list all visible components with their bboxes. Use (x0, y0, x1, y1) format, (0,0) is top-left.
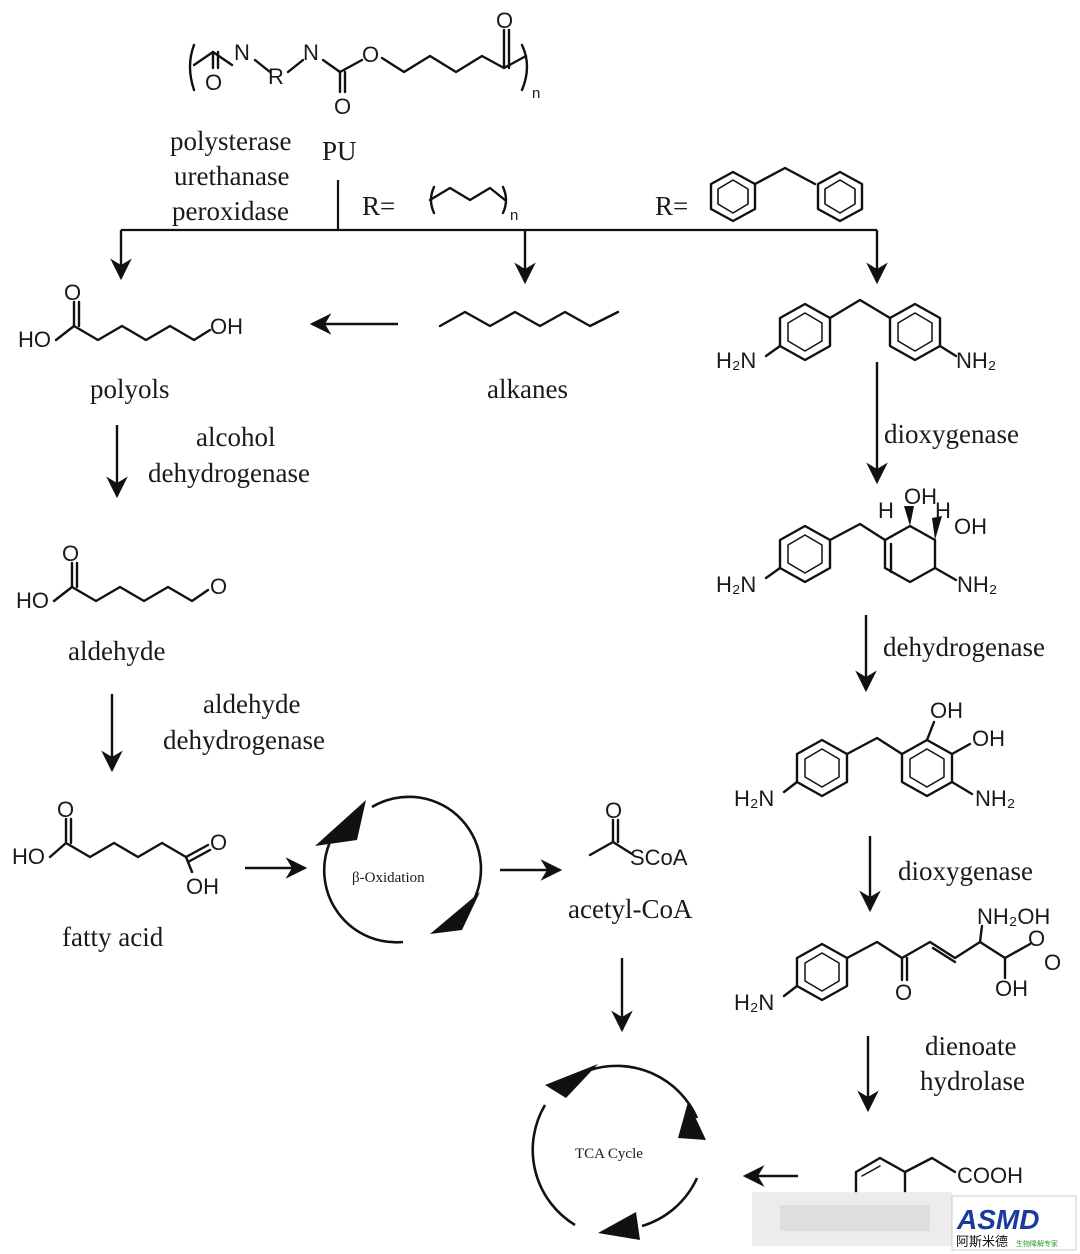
enzyme-alcohol: alcohol (196, 422, 275, 452)
enzyme-dioxygenase-3: dioxygenase (898, 856, 1033, 886)
alkyl-subscript: n (510, 207, 518, 224)
group-oh: OH (186, 874, 219, 899)
acetyl-coa-structure: O SCoA (588, 798, 688, 870)
atom-o: O (210, 574, 227, 599)
atom-o: O (205, 70, 222, 95)
fatty-acid-label: fatty acid (62, 922, 164, 952)
asmd-logo-text: ASMD (956, 1204, 1039, 1235)
fatty-acid-structure: HO O O OH (12, 797, 227, 899)
atom-o: O (334, 94, 351, 119)
group-oh: OH (930, 698, 963, 723)
atom-r: R (268, 64, 284, 89)
bracket-right (520, 43, 529, 92)
atom-o: O (362, 42, 379, 67)
alkyl-r-group: n (428, 185, 518, 224)
group-h2n: H₂N (716, 572, 756, 597)
catechol-structure: H₂N NH₂ OH OH (734, 698, 1015, 811)
group-ho: HO (16, 588, 49, 613)
enzyme-polysterase: polysterase (170, 126, 291, 156)
beta-oxidation-label: β-Oxidation (352, 870, 425, 886)
enzyme-dehydrogenase-2: dehydrogenase (883, 632, 1045, 662)
atom-o: O (62, 541, 79, 566)
enzyme-dehydrogenase: dehydrogenase (163, 725, 325, 755)
tca-cycle-label: TCA Cycle (575, 1146, 643, 1162)
group-nh2oh: NH₂OH (977, 904, 1050, 929)
atom-n: N (234, 40, 250, 65)
enzyme-dehydrogenase: dehydrogenase (148, 458, 310, 488)
enzyme-hydrolase: hydrolase (920, 1066, 1025, 1096)
alkane-chain (438, 310, 620, 328)
group-oh: OH (904, 484, 937, 509)
atom-o: O (210, 830, 227, 855)
repeat-subscript: n (532, 85, 540, 102)
group-oh: OH (972, 726, 1005, 751)
enzyme-dienoate: dienoate (925, 1031, 1016, 1061)
asmd-watermark-logo: ASMD 阿斯米德 生物降解专家 (951, 1195, 1077, 1251)
cis-diol-structure: H₂N NH₂ H OH H OH (716, 484, 997, 597)
polyols-label: polyols (90, 374, 170, 404)
enzyme-aldehyde: aldehyde (203, 689, 300, 719)
atom-h: H (878, 498, 894, 523)
group-ho: HO (18, 327, 51, 352)
group-nh2: NH₂ (956, 348, 996, 373)
bracket-left (188, 43, 196, 92)
phenylacetic-acid-structure: COOH (854, 1156, 1023, 1194)
atom-o: O (895, 980, 912, 1005)
enzyme-urethanase: urethanase (174, 161, 289, 191)
group-ho: HO (12, 844, 45, 869)
enzyme-peroxidase: peroxidase (172, 196, 289, 226)
atom-o: O (605, 798, 622, 823)
atom-o: O (1044, 950, 1061, 975)
beta-oxidation-cycle: β-Oxidation (315, 795, 483, 944)
r-group-aryl-label: R= (655, 191, 688, 221)
group-h2n: H₂N (716, 348, 756, 373)
aldehyde-structure: HO O O (16, 541, 227, 613)
group-nh2: NH₂ (975, 786, 1015, 811)
asmd-sub: 生物降解专家 (1016, 1239, 1058, 1248)
polymer-name-pu: PU (322, 136, 357, 166)
atom-o: O (57, 797, 74, 822)
asmd-tagline: 阿斯米德 (956, 1235, 1008, 1250)
polyol-structure: HO O OH (18, 280, 243, 352)
acetyl-coa-label: acetyl-CoA (568, 894, 693, 924)
group-h2n: H₂N (734, 786, 774, 811)
group-scoa: SCoA (630, 845, 688, 870)
group-nh2: NH₂ (957, 572, 997, 597)
tca-cycle: TCA Cycle (531, 1064, 706, 1240)
group-oh: OH (954, 514, 987, 539)
aldehyde-label: aldehyde (68, 636, 165, 666)
enzyme-dioxygenase-1: dioxygenase (884, 419, 1019, 449)
pu-polymer-structure: O N R N O O O n (188, 8, 540, 119)
atom-o: O (1028, 926, 1045, 951)
group-oh: OH (995, 976, 1028, 1001)
methylenedianiline-structure: H₂N NH₂ (716, 298, 996, 373)
group-cooh: COOH (957, 1163, 1023, 1188)
group-oh: OH (210, 314, 243, 339)
diphenylmethane-r-group (709, 166, 864, 223)
atom-o: O (496, 8, 513, 33)
atom-n: N (303, 40, 319, 65)
ring-cleavage-product: H₂N O NH₂OH O O OH (734, 904, 1061, 1015)
atom-h: H (935, 498, 951, 523)
r-group-alkyl-label: R= (362, 191, 395, 221)
alkanes-label: alkanes (487, 374, 568, 404)
group-h2n: H₂N (734, 990, 774, 1015)
atom-o: O (64, 280, 81, 305)
